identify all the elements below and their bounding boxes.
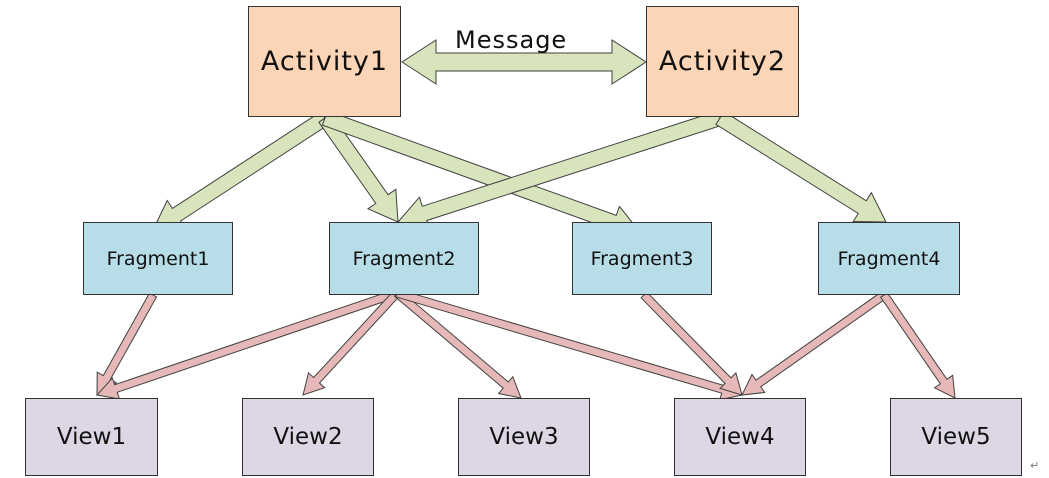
arrow-activity-1-to-fragment-1: [152, 111, 330, 231]
view-3-box: View3: [458, 398, 590, 476]
arrow-fragment-2-to-view-1: [96, 288, 399, 400]
view-5-box: View5: [890, 398, 1022, 476]
arrow-fragment-4-to-view-4: [741, 291, 887, 396]
activity-1-box: Activity1: [248, 6, 401, 117]
arrow-fragment-4-to-view-5: [880, 292, 956, 399]
fragment-2-box: Fragment2: [329, 222, 479, 295]
fragment-3-box: Fragment3: [572, 222, 712, 295]
arrow-fragment-3-to-view-4: [640, 291, 743, 396]
paragraph-mark: ↵: [1030, 459, 1040, 472]
arrow-activity-2-to-fragment-4: [715, 110, 887, 223]
arrow-fragment-2-to-view-2: [302, 289, 401, 396]
fragment-4-box: Fragment4: [818, 222, 960, 295]
fragment-1-box: Fragment1: [83, 222, 233, 295]
view-4-box: View4: [674, 398, 806, 476]
arrow-fragment-2-to-view-3: [393, 289, 522, 399]
view-2-box: View2: [242, 398, 374, 476]
view-1-box: View1: [25, 398, 158, 476]
message-label: Message: [455, 26, 568, 54]
activity-2-box: Activity2: [646, 6, 799, 117]
